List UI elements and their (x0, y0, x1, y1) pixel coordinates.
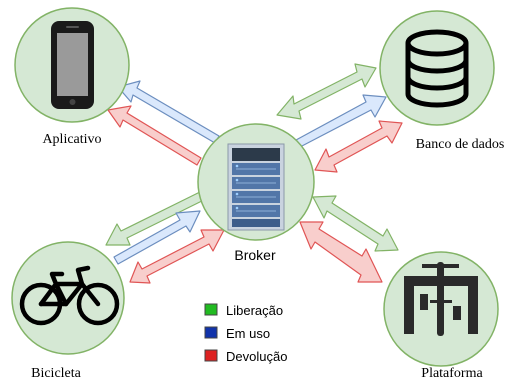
database-icon (405, 29, 469, 108)
arrow-broker-to-app-red (107, 105, 202, 166)
legend: Liberação Em uso Devolução (204, 303, 287, 364)
arrow-broker-platform-red (299, 221, 383, 283)
legend-label-devolucao: Devolução (226, 349, 287, 364)
legend-item-liberacao: Liberação (204, 303, 283, 318)
node-bike: Bicicleta (11, 241, 125, 378)
node-db-circle (379, 10, 495, 126)
legend-label-liberacao: Liberação (226, 303, 283, 318)
arrows (105, 63, 403, 284)
legend-item-devolucao: Devolução (204, 349, 287, 364)
node-broker-label: Broker (234, 247, 276, 263)
legend-label-em-uso: Em uso (226, 326, 270, 341)
arrow-bike-to-broker-blue (113, 210, 201, 265)
legend-item-em-uso: Em uso (204, 326, 270, 341)
legend-swatch-blue (204, 326, 218, 339)
arrow-bike-broker-red (129, 229, 225, 284)
arrow-broker-to-bike-green (105, 186, 217, 246)
node-platform-label: Plataforma (421, 366, 483, 378)
bike-dock-icon (404, 262, 478, 336)
node-db: Banco de dados (379, 10, 505, 152)
arrow-broker-to-db-blue (295, 94, 387, 148)
arrow-db-broker-red (314, 120, 403, 173)
node-bike-label: Bicicleta (31, 366, 82, 378)
node-db-label: Banco de dados (416, 137, 505, 152)
node-platform: Plataforma (383, 251, 499, 378)
arrow-broker-platform-green (312, 195, 399, 252)
bicycle-icon (19, 265, 120, 326)
node-app-label: Aplicativo (42, 132, 101, 147)
legend-swatch-green (204, 303, 218, 316)
node-broker: Broker (197, 123, 315, 263)
smartphone-icon (51, 21, 94, 109)
legend-swatch-red (204, 349, 218, 362)
node-app: Aplicativo (14, 7, 130, 147)
arrow-db-broker-green (276, 63, 377, 120)
server-rack-icon (227, 143, 285, 231)
arrow-broker-to-app-blue (117, 80, 220, 144)
